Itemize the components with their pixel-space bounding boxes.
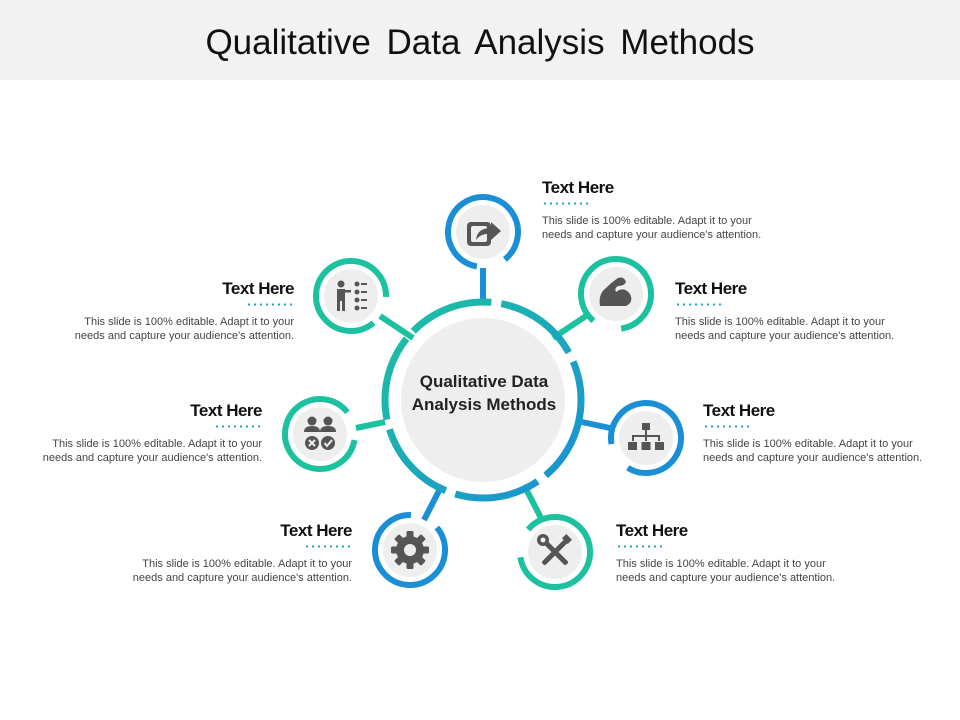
text-block-6: Text Here This slide is 100% editable. A…: [0, 401, 263, 465]
node-3: [608, 400, 684, 476]
gear-icon: [391, 531, 429, 569]
spoke-3: [581, 419, 611, 431]
description-line: needs and capture your audience's attent…: [74, 330, 294, 342]
text-block-description: This slide is 100% editable. Adapt it to…: [542, 214, 842, 242]
description-line: needs and capture your audience's attent…: [616, 572, 836, 584]
text-block-description: This slide is 100% editable. Adapt it to…: [616, 557, 916, 585]
spoke-7: [378, 313, 415, 341]
text-block-description: This slide is 100% editable. Adapt it to…: [703, 437, 953, 465]
share-arrow-icon: [467, 222, 501, 246]
description-line: needs and capture your audience's attent…: [42, 452, 262, 464]
dotted-underline: [214, 425, 262, 428]
text-block-heading: Text Here: [703, 401, 775, 420]
text-block-4: Text Here This slide is 100% editable. A…: [616, 521, 916, 585]
text-block-3: Text Here This slide is 100% editable. A…: [703, 401, 953, 465]
center-label-line1: Qualitative Data: [419, 372, 549, 391]
description-line: needs and capture your audience's attent…: [132, 572, 352, 584]
text-block-1: Text Here This slide is 100% editable. A…: [542, 178, 842, 242]
description-line: This slide is 100% editable. Adapt it to…: [84, 316, 294, 328]
description-line: needs and capture your audience's attent…: [542, 229, 762, 241]
node-6: [282, 396, 358, 472]
description-line: needs and capture your audience's attent…: [703, 452, 923, 464]
text-block-heading: Text Here: [542, 178, 614, 197]
text-block-heading: Text Here: [222, 279, 294, 298]
users-approval-icon: [304, 416, 336, 450]
text-block-description: This slide is 100% editable. Adapt it to…: [0, 315, 294, 343]
center-disc: [401, 318, 565, 482]
title-band: [0, 0, 960, 80]
spoke-6: [355, 419, 386, 431]
dotted-underline: [246, 303, 294, 306]
text-block-2: Text Here This slide is 100% editable. A…: [675, 279, 960, 343]
dotted-underline: [304, 545, 352, 548]
center-label-line2: Analysis Methods: [411, 395, 557, 414]
text-block-description: This slide is 100% editable. Adapt it to…: [52, 557, 352, 585]
description-line: This slide is 100% editable. Adapt it to…: [675, 316, 885, 328]
description-line: needs and capture your audience's attent…: [675, 330, 895, 342]
text-block-heading: Text Here: [190, 401, 262, 420]
hierarchy-icon: [628, 423, 664, 450]
description-line: This slide is 100% editable. Adapt it to…: [142, 558, 352, 570]
dotted-underline: [703, 425, 751, 428]
strength-arm-icon: [599, 277, 632, 306]
dotted-underline: [542, 202, 590, 205]
presenter-list-icon: [337, 280, 367, 311]
dotted-underline: [675, 303, 723, 306]
node-2: [577, 256, 654, 332]
node-1: [445, 194, 521, 270]
text-block-heading: Text Here: [280, 521, 352, 540]
page-title: Qualitative Data Analysis Methods: [205, 23, 755, 62]
description-line: This slide is 100% editable. Adapt it to…: [52, 438, 262, 450]
description-line: This slide is 100% editable. Adapt it to…: [703, 438, 913, 450]
dotted-underline: [616, 545, 664, 548]
tools-icon: [537, 534, 572, 565]
text-block-description: This slide is 100% editable. Adapt it to…: [675, 315, 960, 343]
node-4: [517, 514, 593, 590]
center-hub: [381, 298, 585, 502]
node-7: [313, 258, 389, 334]
description-line: This slide is 100% editable. Adapt it to…: [542, 215, 752, 227]
text-block-7: Text Here This slide is 100% editable. A…: [0, 279, 295, 343]
text-block-5: Text Here This slide is 100% editable. A…: [52, 521, 353, 585]
text-block-heading: Text Here: [616, 521, 688, 540]
description-line: This slide is 100% editable. Adapt it to…: [616, 558, 826, 570]
center-ring: [381, 298, 585, 502]
text-block-description: This slide is 100% editable. Adapt it to…: [0, 437, 262, 465]
text-block-heading: Text Here: [675, 279, 747, 298]
node-5: [372, 512, 448, 588]
center-label: Qualitative Data Analysis Methods: [392, 370, 576, 416]
